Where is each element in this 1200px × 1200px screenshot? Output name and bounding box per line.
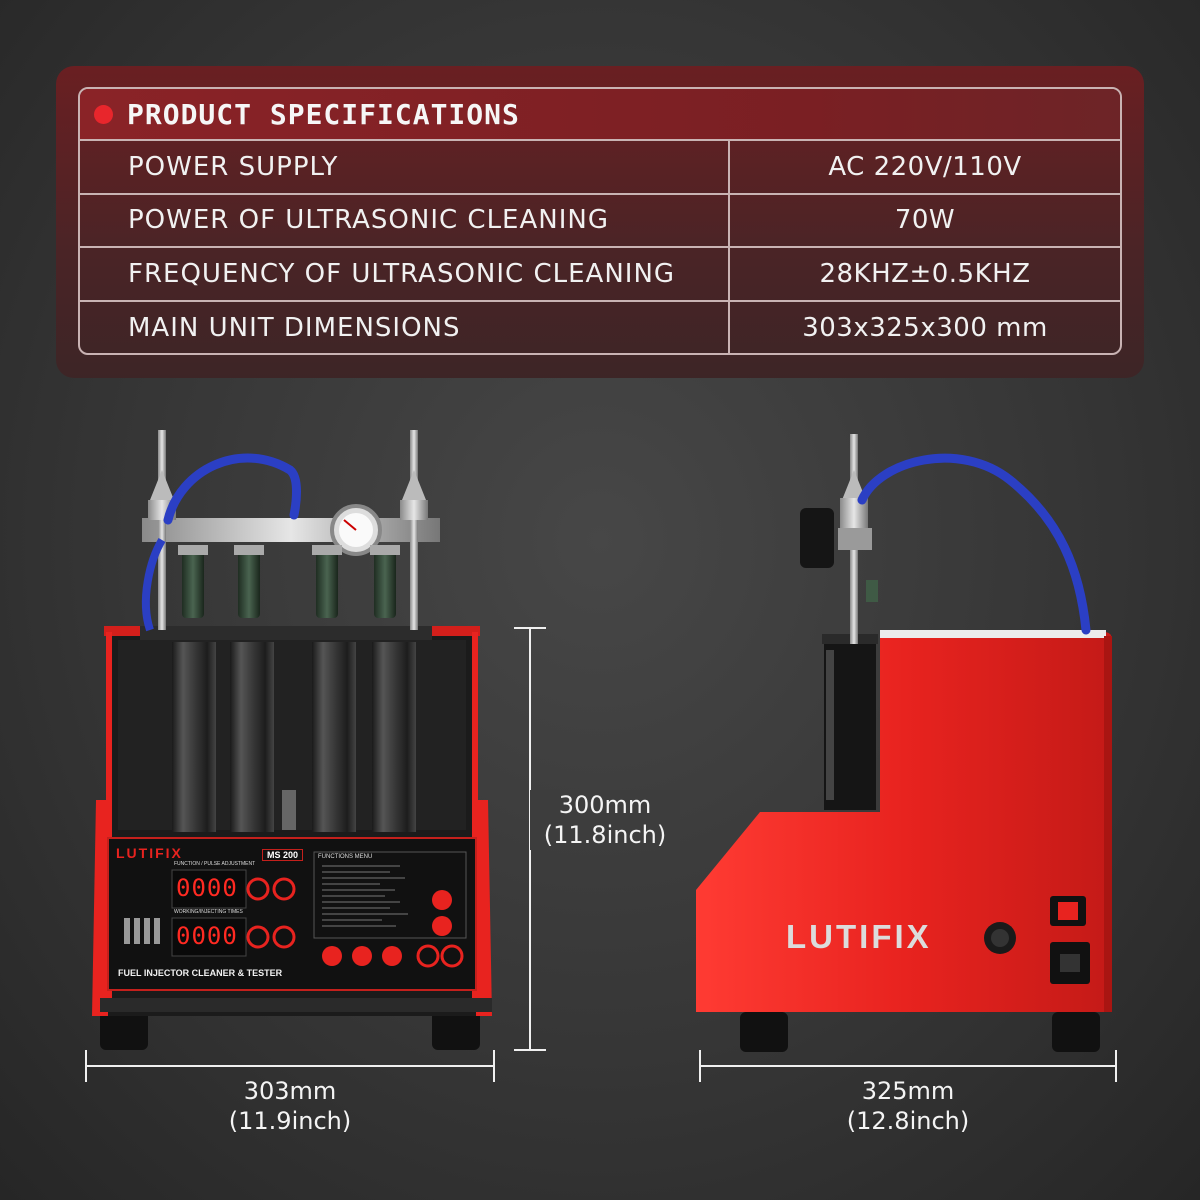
front-panel-brand: LUTIFIX <box>116 845 183 861</box>
spec-label: POWER OF ULTRASONIC CLEANING <box>80 194 730 246</box>
display-label-1: FUNCTION / PULSE ADJUSTMENT <box>174 861 256 867</box>
functions-menu-title: FUNCTIONS MENU <box>318 854 373 860</box>
base-plate <box>100 998 492 1012</box>
spec-title: PRODUCT SPECIFICATIONS <box>127 97 520 131</box>
depth-mm: 325mm <box>861 1077 955 1105</box>
foot <box>1052 1012 1100 1052</box>
spec-table-header: PRODUCT SPECIFICATIONS <box>80 89 1120 141</box>
spec-value: AC 220V/110V <box>828 151 1022 182</box>
spec-table: PRODUCT SPECIFICATIONS POWER SUPPLY AC 2… <box>78 87 1122 355</box>
spec-row: POWER SUPPLY AC 220V/110V <box>80 141 1120 195</box>
blue-hose <box>163 453 301 525</box>
control-panel <box>107 837 477 991</box>
spec-value: 28KHZ±0.5KHZ <box>819 258 1031 289</box>
knob <box>800 508 834 568</box>
spec-row: FREQUENCY OF ULTRASONIC CLEANING 28KHZ±0… <box>80 248 1120 302</box>
bullet-dot-icon <box>94 104 113 124</box>
spec-value: 70W <box>894 205 956 236</box>
side-body <box>696 632 1112 1012</box>
red-frame-left <box>92 800 108 1016</box>
front-panel-product-name: FUEL INJECTOR CLEANER & TESTER <box>118 968 283 978</box>
display-label-2: WORKING/INJECTING TIMES <box>174 909 243 915</box>
injectors <box>178 545 400 618</box>
spec-label: POWER SUPPLY <box>80 141 730 193</box>
foot <box>740 1012 788 1052</box>
measuring-tubes <box>172 642 416 832</box>
side-brand: LUTIFIX <box>786 918 932 955</box>
foot <box>100 1008 148 1050</box>
width-mm: 303mm <box>243 1077 337 1105</box>
threaded-rod <box>158 430 166 630</box>
width-inch: (11.9inch) <box>228 1107 352 1135</box>
red-frame-right <box>476 800 492 1016</box>
spec-row: MAIN UNIT DIMENSIONS 303x325x300 mm <box>80 301 1120 353</box>
threaded-rod <box>410 430 418 630</box>
spec-label: MAIN UNIT DIMENSIONS <box>80 301 730 353</box>
height-inch: (11.8inch) <box>543 821 667 849</box>
injector-rail <box>142 518 440 542</box>
display-counter-1: 0000 <box>176 874 238 902</box>
spec-value: 303x325x300 mm <box>802 313 1048 344</box>
front-panel-model: MS 200 <box>262 849 304 861</box>
display-counter-2: 0000 <box>176 922 238 950</box>
spec-row: POWER OF ULTRASONIC CLEANING 70W <box>80 194 1120 248</box>
width-dimension-label: 303mm (11.9inch) <box>210 1076 370 1136</box>
foot <box>432 1008 480 1050</box>
depth-inch: (12.8inch) <box>846 1107 970 1135</box>
depth-dimension-label: 325mm (12.8inch) <box>828 1076 988 1136</box>
side-blue-hose <box>857 453 1091 635</box>
height-dimension-label: 300mm (11.8inch) <box>530 790 680 850</box>
spec-label: FREQUENCY OF ULTRASONIC CLEANING <box>80 248 730 300</box>
height-mm: 300mm <box>558 791 652 819</box>
